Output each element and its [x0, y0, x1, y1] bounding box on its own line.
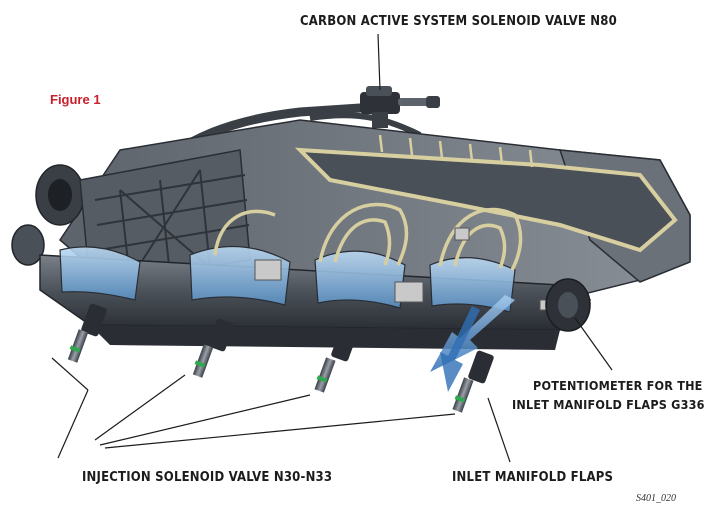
injectors: [67, 303, 494, 413]
leader-injector-2: [94, 374, 186, 441]
label-solenoid-n80: CARBON ACTIVE SYSTEM SOLENOID VALVE N80: [300, 14, 617, 29]
label-injection-valve: INJECTION SOLENOID VALVE N30-N33: [82, 470, 333, 485]
injector-2: [192, 318, 234, 378]
injector-4: [452, 350, 494, 413]
figure-code: S401_020: [636, 493, 676, 504]
leader-lines: [51, 33, 613, 463]
leader-g336: [574, 317, 613, 371]
runner-cutaways: [213, 202, 523, 271]
leader-flaps: [487, 397, 511, 463]
injector-3: [314, 328, 357, 393]
leader-injector-3: [99, 394, 311, 446]
label-potentiometer-line1: POTENTIOMETER FOR THE: [533, 378, 703, 393]
label-potentiometer-line2: INLET MANIFOLD FLAPS G336: [512, 397, 705, 412]
label-inlet-flaps: INLET MANIFOLD FLAPS: [452, 470, 614, 485]
leader-n80: [377, 33, 381, 91]
airflow-arrows: [430, 295, 515, 392]
figure-label: Figure 1: [50, 92, 101, 107]
solenoid-valve-n80: [360, 86, 440, 128]
potentiometer-g336: [545, 278, 591, 332]
leader-injector-1: [51, 357, 89, 391]
leader-injector-4: [104, 413, 456, 449]
injector-1: [67, 303, 107, 363]
